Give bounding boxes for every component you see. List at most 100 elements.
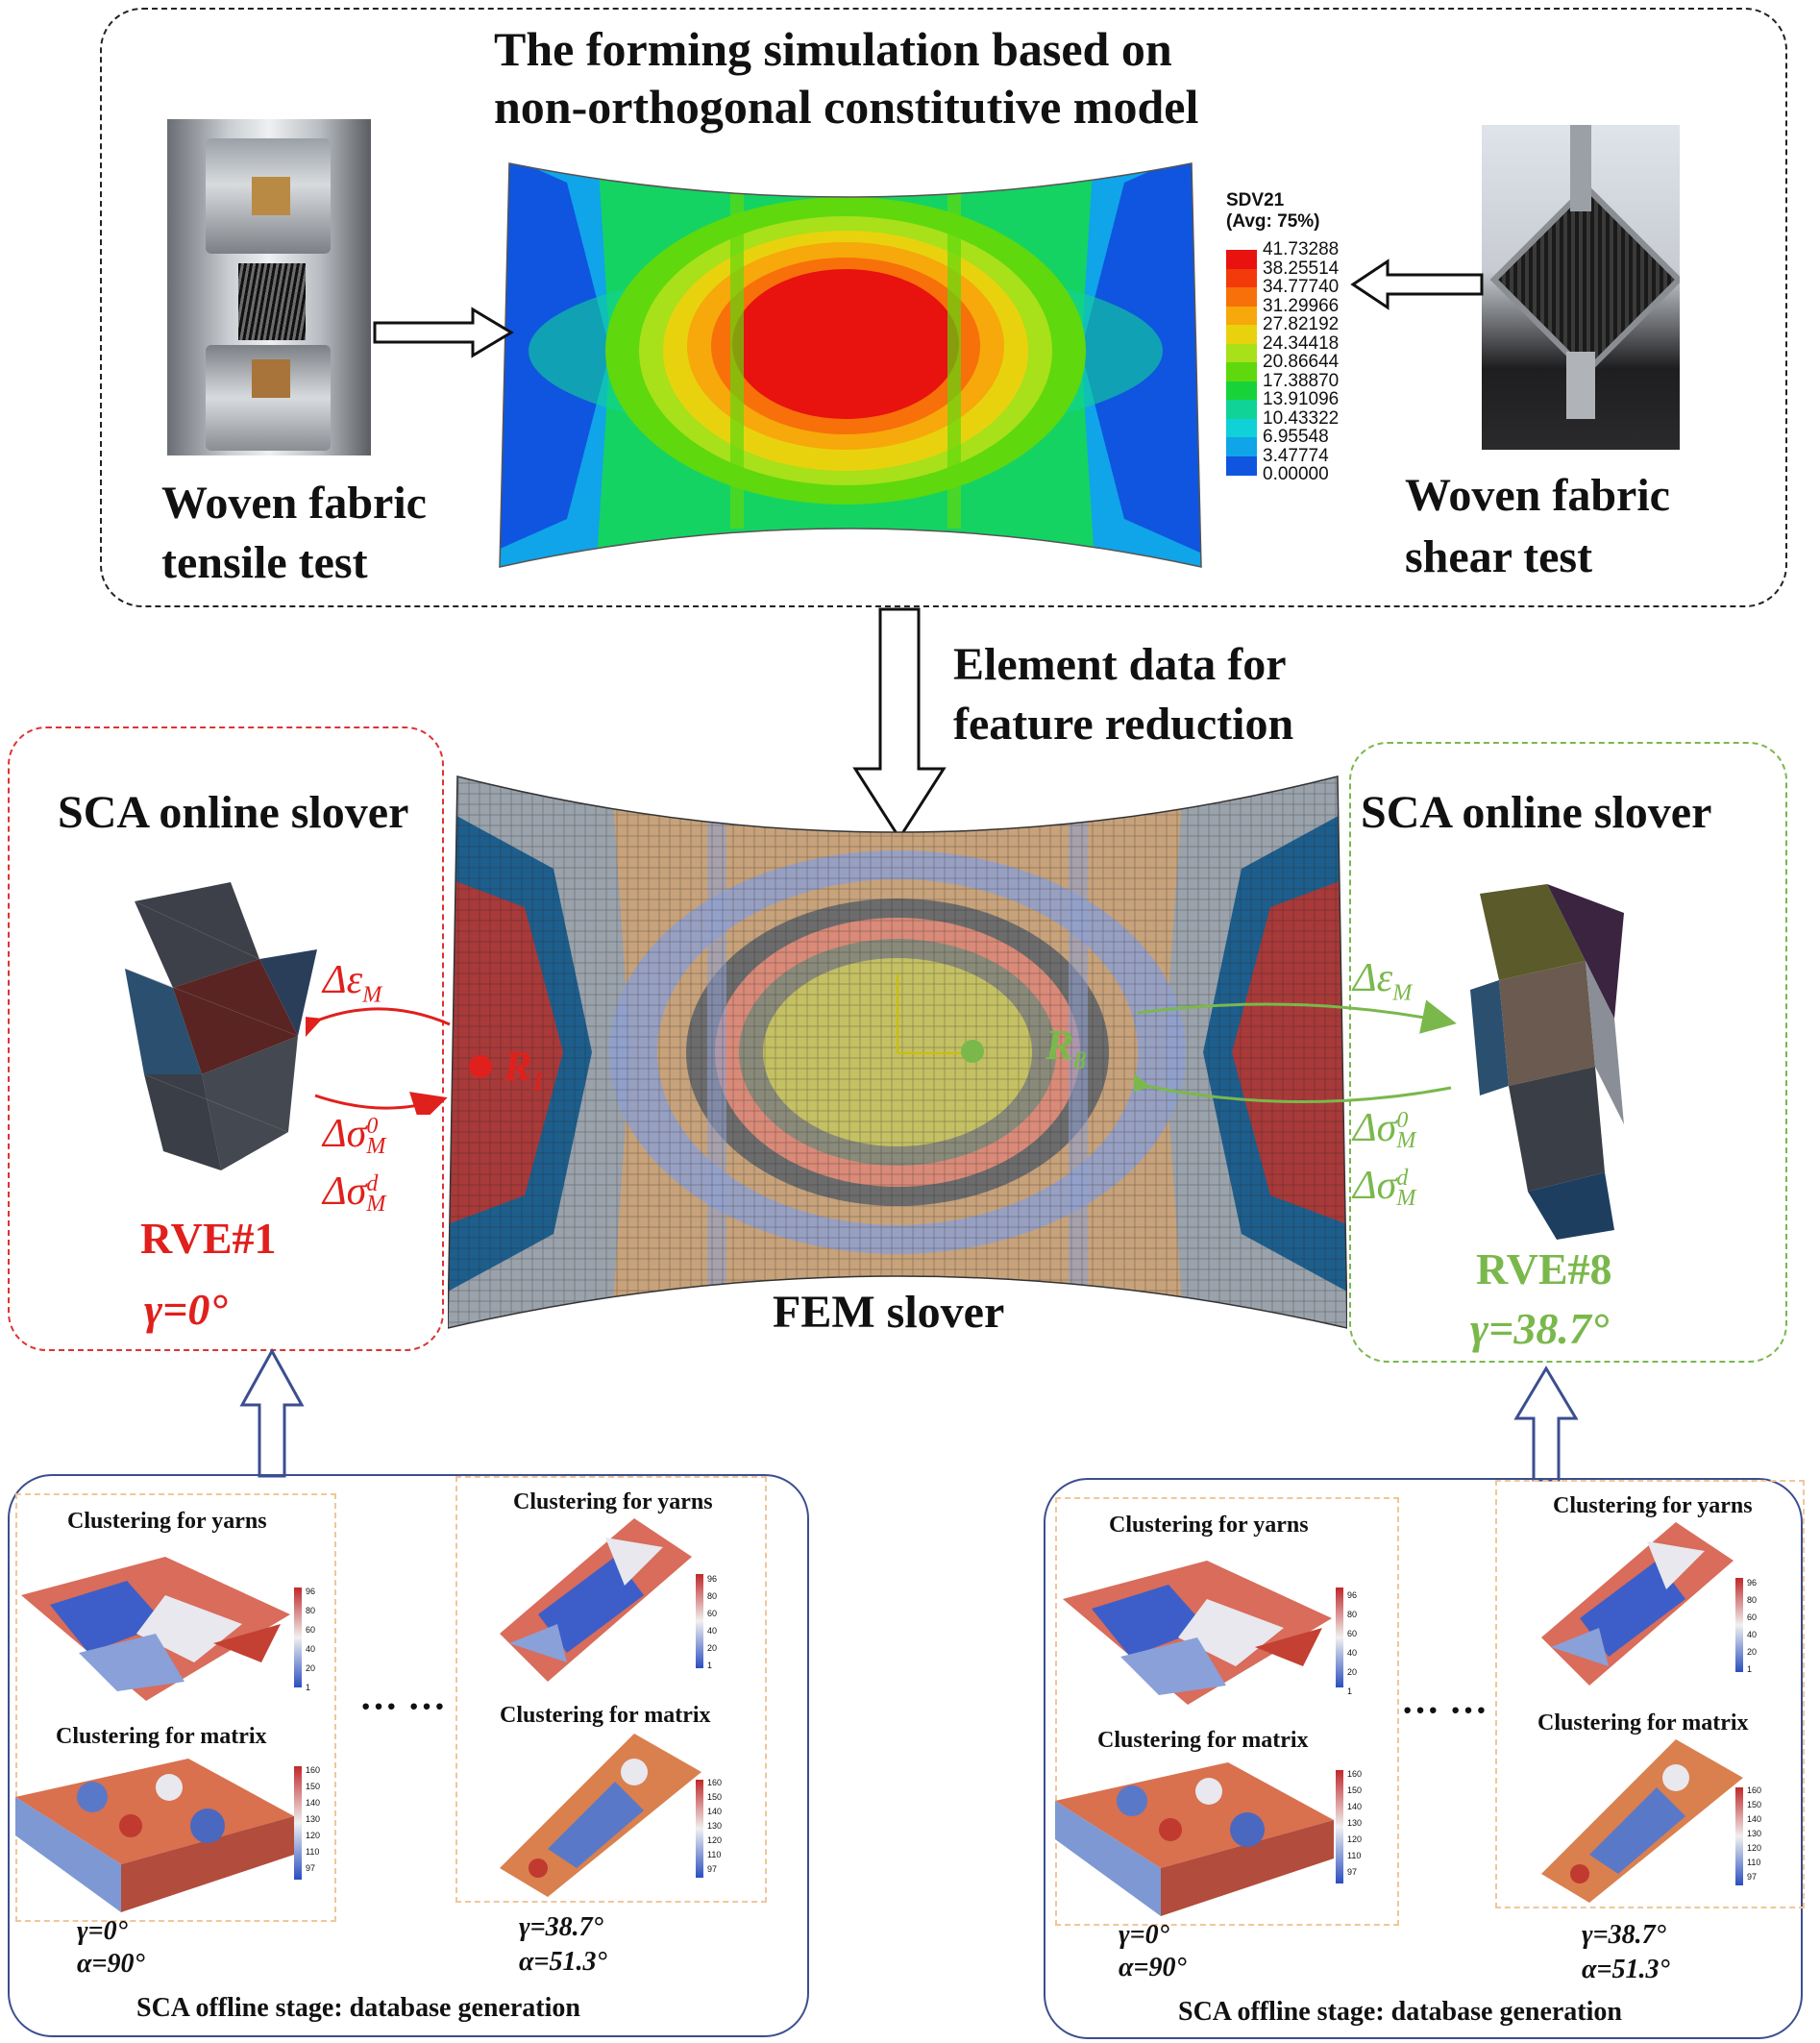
scale-label: 130 [707,1821,723,1831]
left-matrix-scale-labels-b: 160 150 140 130 120 110 97 [707,1776,722,1877]
scale-label: 160 [1747,1785,1762,1795]
element-data-caption-line2: feature reduction [953,699,1294,750]
left-dots: ··· ··· [359,1685,447,1728]
legend-value: 13.91096 [1263,389,1340,409]
legend-value: 10.43322 [1263,407,1340,429]
scale-label: 60 [1347,1629,1358,1638]
rve1-gamma: γ=0° [144,1285,228,1334]
legend-swatch [1226,250,1257,269]
scale-label: 130 [1747,1829,1762,1838]
scale-label: 20 [1347,1667,1358,1677]
element-data-caption-line1: Element data for [953,639,1287,690]
legend-title-line1: SDV21 [1226,190,1285,210]
legend-value: 6.95548 [1263,427,1329,447]
offline-right-box-a [1055,1497,1399,1926]
legend-swatch [1226,437,1257,456]
left-stress0-symbol: Δσ [323,1112,367,1156]
scale-label: 150 [1347,1785,1363,1795]
left-strain-symbol: Δε [323,958,363,1002]
shear-frame [1489,183,1680,377]
r8-label: R8 [1045,1021,1086,1075]
scale-label: 40 [707,1626,718,1636]
scale-label: 130 [306,1814,321,1824]
scale-label: 96 [707,1574,718,1584]
legend-value: 20.86644 [1263,352,1340,372]
right-strain-sub: M [1392,980,1413,1006]
left-matrix-rve-a [15,1759,294,1912]
right-stress0-sup: 0 [1396,1107,1409,1133]
left-yarn-scale-labels-b: 96 80 60 40 20 1 [707,1570,717,1674]
scale-label: 160 [1347,1769,1363,1779]
right-gamma-b: γ=38.7° [1582,1920,1666,1950]
right-online-title: SCA online slover [1361,787,1712,838]
right-offline-caption: SCA offline stage: database generation [1178,1997,1622,2027]
left-matrix-scale-labels-a: 160 150 140 130 120 110 97 [306,1762,320,1877]
point-r8 [961,1040,984,1063]
left-yarns-b: Clustering for yarns [513,1489,713,1514]
legend-value: 3.47774 [1263,445,1329,466]
left-offline-caption: SCA offline stage: database generation [136,1993,580,2023]
legend-swatch [1226,455,1257,476]
right-matrix-a: Clustering for matrix [1097,1728,1309,1753]
scale-label: 140 [306,1798,321,1808]
right-exchange-arrows [1134,999,1457,1103]
scale-label: 110 [1747,1858,1761,1867]
scale-label: 120 [1747,1843,1762,1853]
legend-value: 24.34418 [1263,332,1340,354]
r1-sub: 1 [531,1067,545,1095]
right-stressd-sub: M [1396,1186,1416,1212]
left-matrix-scale-b [696,1780,703,1878]
left-gamma-b: γ=38.7° [519,1912,603,1942]
left-yarn-rve-a [21,1557,290,1701]
shear-test-photo [1482,125,1680,450]
left-strain-label: ΔεM [323,957,381,1008]
shear-top-rod [1570,125,1591,211]
right-dots: ··· ··· [1401,1688,1488,1732]
legend-swatch [1226,268,1257,288]
rve1-model [124,882,317,1170]
left-stressd-symbol: Δσ [323,1169,367,1214]
fabric-specimen [238,263,306,340]
right-strain-label: ΔεM [1353,955,1412,1006]
upper-clamp-copper [252,177,290,215]
legend-value: 0.00000 [1263,464,1329,484]
left-stress0-sup: 0 [366,1113,379,1139]
right-yarns-b: Clustering for yarns [1553,1493,1753,1518]
arrow-shear-to-legend [1350,258,1484,310]
left-yarn-scale-a [294,1588,302,1687]
scale-label: 140 [1347,1802,1363,1811]
left-stress0-sub: M [366,1134,386,1160]
legend-swatch [1226,287,1257,307]
left-alpha-b: α=51.3° [519,1947,607,1977]
arrow-tensile-to-sim [373,307,514,358]
fem-mesh [448,775,1347,1329]
scale-label: 97 [707,1864,718,1874]
arrow-up-right [1513,1366,1579,1482]
scale-label: 120 [306,1831,321,1840]
scale-label: 150 [707,1792,723,1802]
scale-label: 150 [306,1782,321,1791]
left-stressd-sup: d [366,1170,379,1196]
right-strain-symbol: Δε [1353,956,1393,1000]
scale-label: 97 [306,1863,316,1873]
scale-label: 60 [306,1625,316,1635]
scale-label: 110 [306,1847,320,1857]
right-gamma-a: γ=0° [1119,1920,1169,1950]
right-matrix-rve-b [1541,1739,1743,1903]
scale-label: 80 [306,1606,316,1615]
legend-swatch [1226,400,1257,419]
right-stress0-symbol: Δσ [1353,1106,1397,1150]
legend-swatch [1226,362,1257,382]
legend-swatch [1226,343,1257,363]
right-stressd-symbol: Δσ [1353,1164,1397,1208]
contour-plot [499,162,1202,568]
left-yarn-scale-labels-a: 96 80 60 40 20 1 [306,1582,315,1697]
right-yarn-scale-labels-a: 96 80 60 40 20 1 [1347,1586,1357,1701]
scale-label: 110 [1347,1851,1362,1860]
top-panel [100,8,1787,607]
legend-swatch [1226,306,1257,326]
